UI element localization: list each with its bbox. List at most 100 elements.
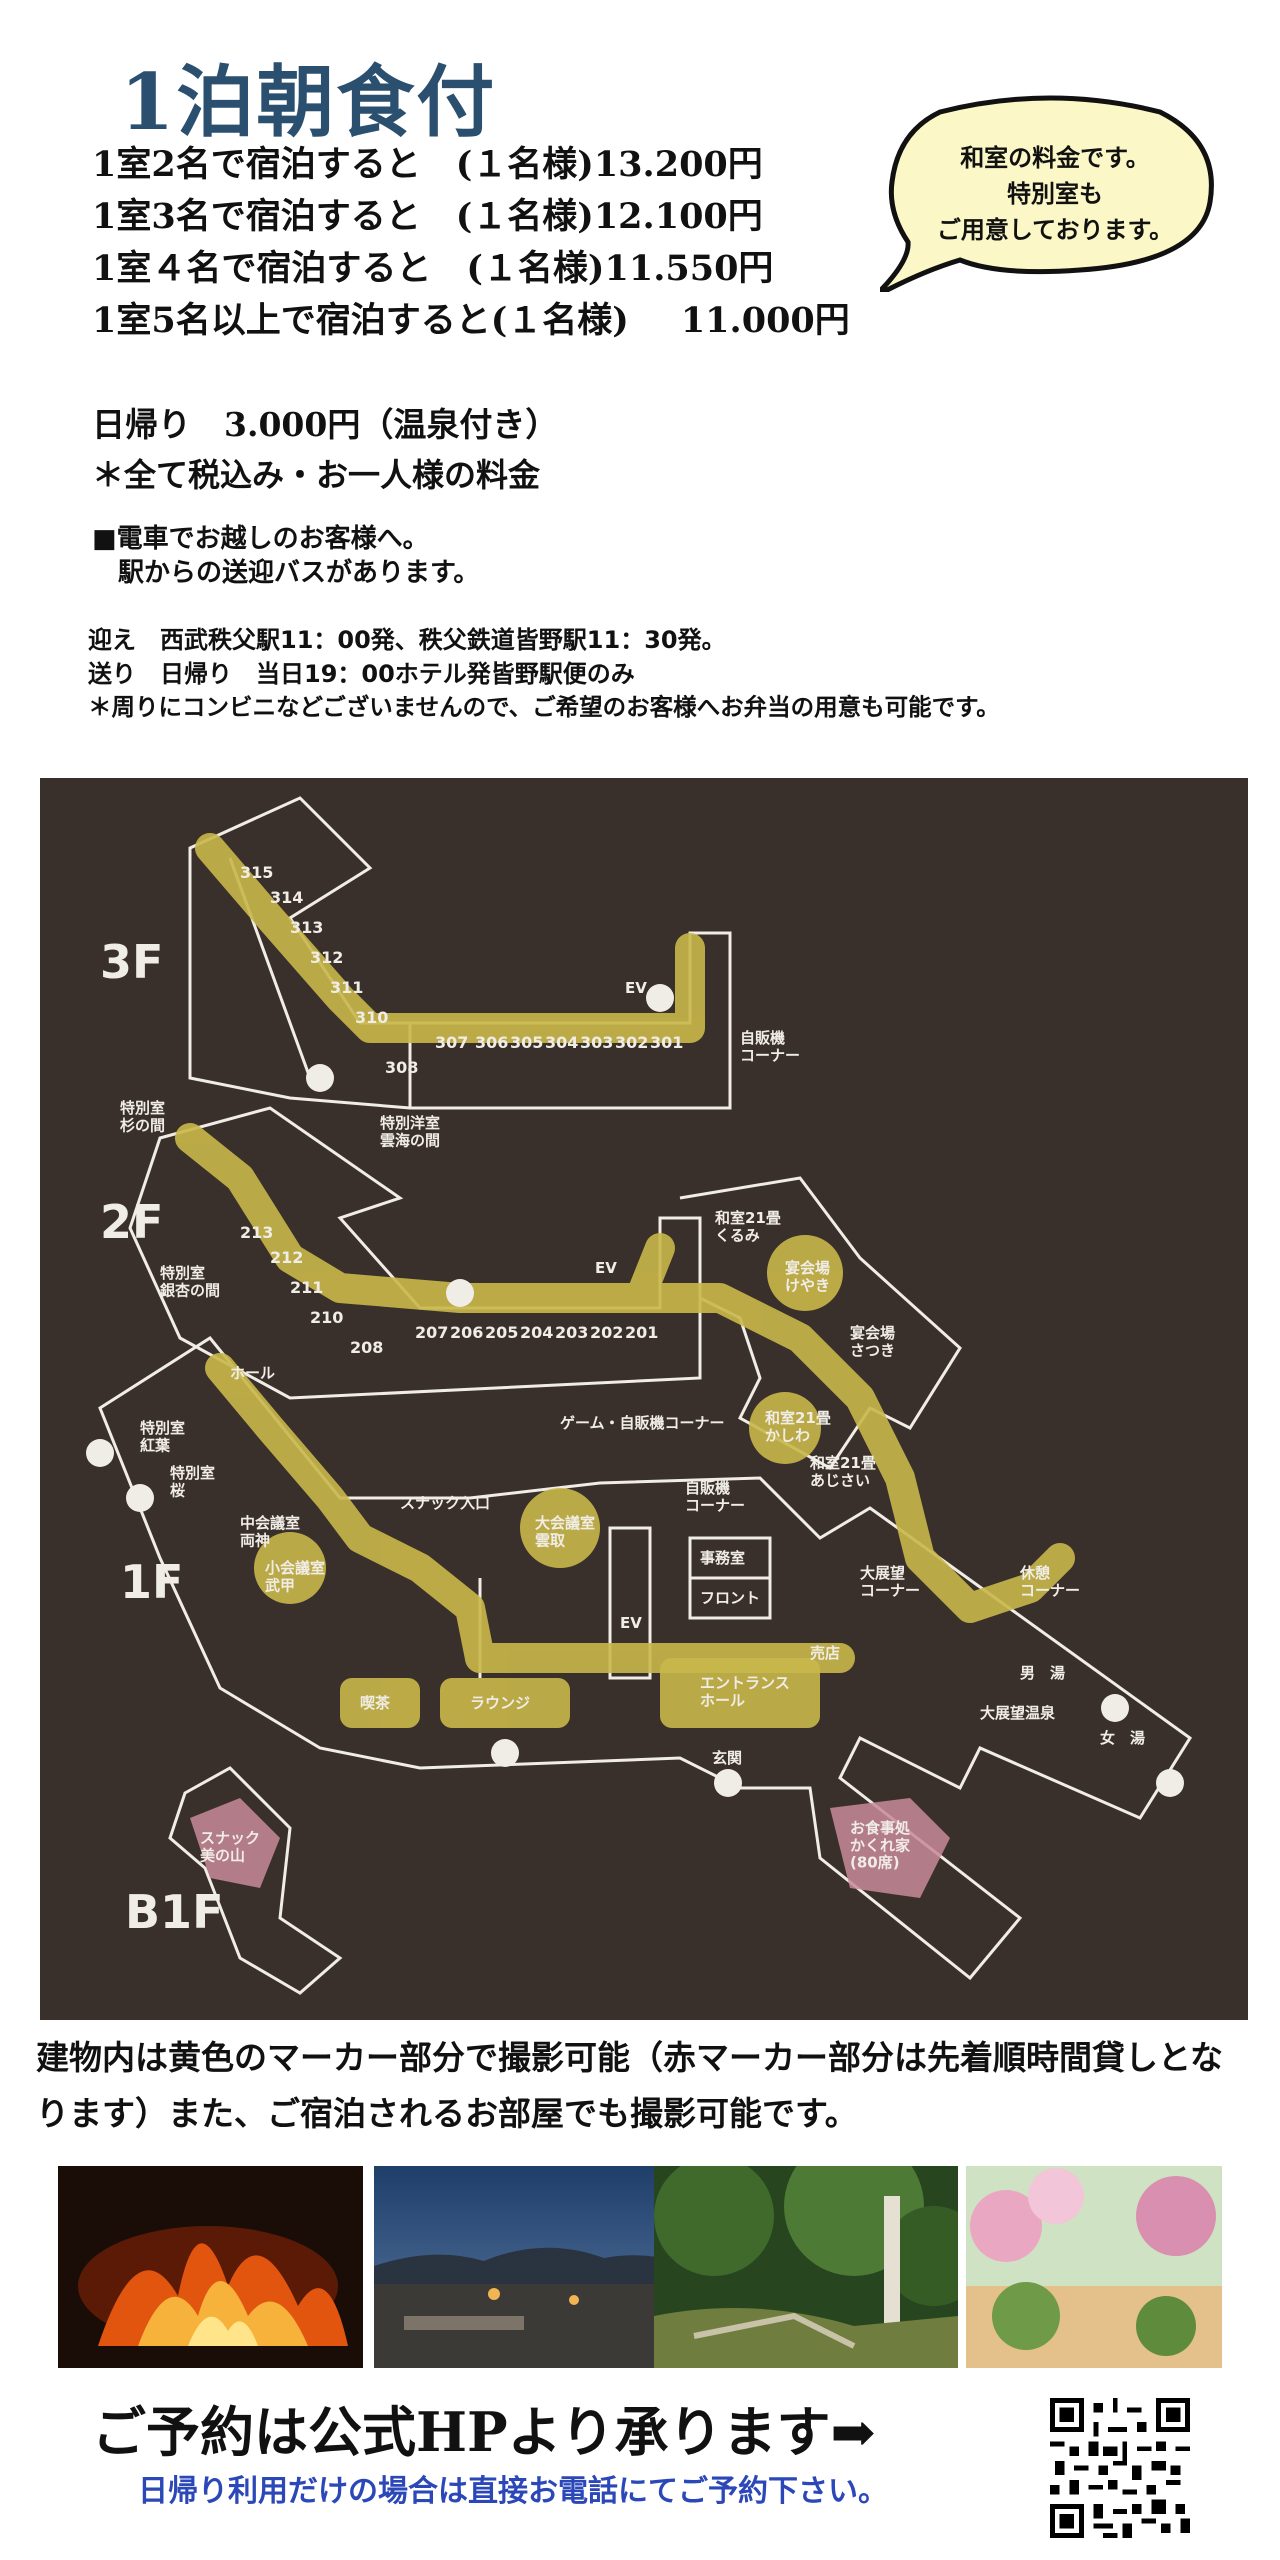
speech-bubble-text: 和室の料金です。 特別室も ご用意しております。 xyxy=(905,140,1205,248)
room-301: 301 xyxy=(650,1033,683,1052)
room-unkai: 特別洋室雲海の間 xyxy=(380,1114,440,1149)
price-label: 1室2名で宿泊すると (１名様) xyxy=(92,144,594,185)
arrow-diagonal-icon xyxy=(1101,1694,1129,1722)
room-313: 313 xyxy=(290,918,323,937)
floor-label-2f: 2F xyxy=(100,1195,163,1249)
room-303: 303 xyxy=(580,1033,613,1052)
price-label: 1室3名で宿泊すると (１名様) xyxy=(92,196,594,237)
ev-1f: EV xyxy=(620,1614,642,1632)
room-213: 213 xyxy=(240,1223,273,1242)
genkan: 玄関 xyxy=(712,1749,742,1767)
reservation-cta: ご予約は公式HPより承ります➡ xyxy=(92,2388,876,2467)
shuttle-dropoff: 送り 日帰り 当日19：00ホテル発皆野駅便のみ xyxy=(88,660,635,688)
room-207: 207 xyxy=(415,1323,448,1342)
ev-2f: EV xyxy=(595,1259,617,1277)
room-kashiwa: 和室21畳かしわ xyxy=(765,1409,831,1444)
floor-label-3f: 3F xyxy=(100,935,163,989)
room-305: 305 xyxy=(510,1033,543,1052)
room-307: 307 xyxy=(435,1033,468,1052)
shuttle-note: ＊周りにコンビニなどございませんので、ご希望のお客様へお弁当の用意も可能です。 xyxy=(88,693,1000,721)
bubble-line: 特別室も xyxy=(1007,180,1103,208)
room-sakura: 特別室桜 xyxy=(170,1464,215,1499)
room-302: 302 xyxy=(615,1033,648,1052)
mens-bath: 男 湯 xyxy=(1020,1664,1065,1682)
shuttle-pickup: 迎え 西武秩父駅11：00発、秩父鉄道皆野駅11：30発。 xyxy=(88,626,726,654)
train-notice: ■電車でお越しのお客様へ。 xyxy=(92,524,429,554)
arrow-up-icon xyxy=(646,984,674,1012)
bonfire-photo-image xyxy=(58,2166,363,2368)
restaurant-kakurega: お食事処かくれ家(80席) xyxy=(850,1819,911,1872)
vending-1f: 自販機コーナー xyxy=(685,1479,745,1514)
room-202: 202 xyxy=(590,1323,623,1342)
arrow-up-icon xyxy=(446,1279,474,1307)
ev-3f: EV xyxy=(625,979,647,997)
flower-terrace-photo-image xyxy=(966,2166,1222,2368)
lounge: ラウンジ xyxy=(470,1694,530,1712)
banquet-satsuki: 宴会場さつき xyxy=(850,1324,895,1359)
price-value: 12.100円 xyxy=(593,196,763,237)
rest-corner: 休憩コーナー xyxy=(1019,1564,1080,1599)
floor-label-1f: 1F xyxy=(120,1555,183,1609)
room-204: 204 xyxy=(520,1323,553,1342)
arrow-up-icon xyxy=(306,1064,334,1092)
room-212: 212 xyxy=(270,1248,303,1267)
price-row-4: 1室４名で宿泊すると (１名様)11.550円 xyxy=(92,240,773,291)
room-sugi: 特別室杉の間 xyxy=(120,1099,165,1134)
price-row-3: 1室3名で宿泊すると (１名様)12.100円 xyxy=(92,188,763,239)
office: 事務室 xyxy=(700,1549,745,1567)
room-210: 210 xyxy=(310,1308,343,1327)
forest-garden-photo xyxy=(654,2166,958,2368)
room-201: 201 xyxy=(625,1323,658,1342)
night-campsite-photo xyxy=(374,2166,679,2368)
page-title: 1泊朝食付 xyxy=(120,57,497,148)
cafe: 喫茶 xyxy=(360,1694,391,1712)
cta-text: ご予約は公式HPより承ります xyxy=(92,2400,831,2464)
price-row-2: 1室2名で宿泊すると (１名様)13.200円 xyxy=(92,136,763,187)
room-208: 208 xyxy=(350,1338,383,1357)
room-ginnan: 特別室銀杏の間 xyxy=(160,1264,220,1299)
observation-onsen: 大展望温泉 xyxy=(980,1704,1056,1722)
room-306: 306 xyxy=(475,1033,508,1052)
room-205: 205 xyxy=(485,1323,518,1342)
snack-entrance: スナック入口 xyxy=(400,1494,490,1512)
room-kouyou: 特別室紅葉 xyxy=(140,1419,185,1454)
room-211: 211 xyxy=(290,1278,323,1297)
womens-bath: 女 湯 xyxy=(1100,1729,1145,1747)
day-trip-price: 日帰り 3.000円（温泉付き） xyxy=(92,405,559,444)
bonfire-photo xyxy=(58,2166,363,2368)
vending-3f: 自販機コーナー xyxy=(740,1029,800,1064)
night-campsite-photo-image xyxy=(374,2166,679,2368)
forest-garden-photo-image xyxy=(654,2166,958,2368)
train-notice-bus: 駅からの送迎バスがあります。 xyxy=(92,558,480,588)
tax-note: ＊全て税込み・お一人様の料金 xyxy=(92,456,541,494)
hall-label: ホール xyxy=(230,1364,275,1382)
room-312: 312 xyxy=(310,948,343,967)
room-kumotori: 大会議室雲取 xyxy=(535,1514,595,1549)
price-value: 11.550円 xyxy=(604,248,774,289)
room-203: 203 xyxy=(555,1323,588,1342)
arrow-diagonal-icon xyxy=(1156,1769,1184,1797)
room-206: 206 xyxy=(450,1323,483,1342)
room-bukou: 小会議室武甲 xyxy=(265,1559,325,1594)
room-311: 311 xyxy=(330,978,363,997)
qr-code-icon[interactable] xyxy=(1050,2398,1190,2538)
arrow-down-icon xyxy=(491,1739,519,1767)
game-corner: ゲーム・自販機コーナー xyxy=(560,1414,725,1432)
entrance-hall: エントランスホール xyxy=(700,1674,790,1709)
arrow-diagonal-icon xyxy=(86,1439,114,1467)
arrow-down-icon xyxy=(714,1769,742,1797)
front-desk: フロント xyxy=(700,1589,760,1607)
room-ryojin: 中会議室両神 xyxy=(240,1514,300,1549)
price-label: 1室5名以上で宿泊すると(１名様) xyxy=(92,300,629,341)
bubble-line: 和室の料金です。 xyxy=(960,144,1150,172)
room-kurumi: 和室21畳くるみ xyxy=(715,1209,781,1244)
room-315: 315 xyxy=(240,863,273,882)
shop: 売店 xyxy=(810,1644,840,1662)
photo-caption: 建物内は黄色のマーカー部分で撮影可能（赤マーカー部分は先着順時間貸しとなります）… xyxy=(36,2038,1224,2133)
room-310: 310 xyxy=(355,1008,388,1027)
bubble-line: ご用意しております。 xyxy=(936,216,1174,244)
snack-minoyama: スナック美の山 xyxy=(200,1829,260,1864)
price-value: 11.000円 xyxy=(680,300,850,341)
room-314: 314 xyxy=(270,888,303,907)
floor-map-drawing: 3F 2F 1F B1F 315 314 313 312 311 310 308… xyxy=(86,796,1193,1995)
